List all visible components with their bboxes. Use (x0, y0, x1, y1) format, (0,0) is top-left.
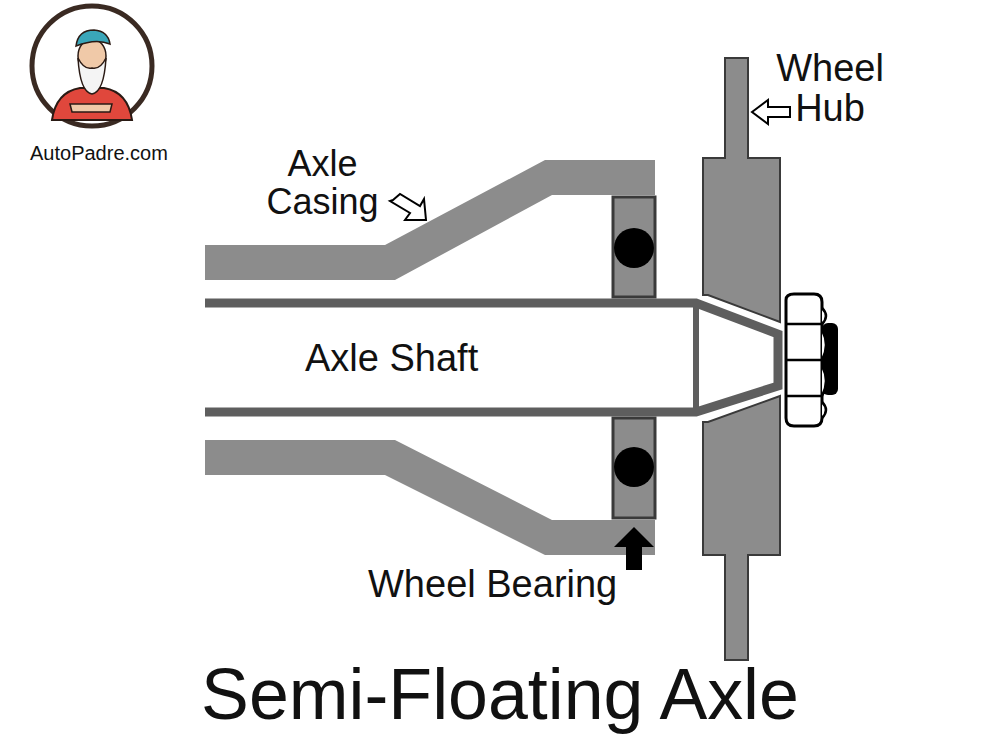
wheel-bearing-lower (613, 418, 655, 518)
axle-casing-lower (205, 440, 655, 555)
hub-nut (786, 294, 822, 426)
logo-beard (78, 58, 106, 94)
part-label: Axle Casing (245, 145, 400, 221)
logo-ring (32, 6, 152, 126)
shaft-end (693, 303, 699, 412)
logo (32, 6, 152, 126)
hollow-arrow (390, 194, 426, 220)
wheel-hub-upper (703, 58, 780, 322)
watermark: AutoPadre.com (30, 142, 168, 165)
bearing-ball (614, 228, 654, 268)
axle-shaft (205, 303, 778, 412)
wheel-bearing-upper (613, 197, 655, 297)
nut-bumps (822, 308, 826, 418)
part-label: Wheel Bearing (368, 562, 617, 606)
hollow-arrow (752, 100, 790, 124)
logo-arms (70, 104, 112, 112)
diagram-title: Semi-Floating Axle (0, 652, 1000, 736)
solid-arrow (614, 527, 654, 570)
logo-cap (76, 30, 110, 46)
part-label: Axle Shaft (305, 336, 478, 380)
part-label: Wheel Hub (765, 48, 895, 128)
wheel-hub-lower (703, 396, 780, 660)
bearing-ball (614, 447, 654, 487)
nut-flats (786, 324, 822, 396)
